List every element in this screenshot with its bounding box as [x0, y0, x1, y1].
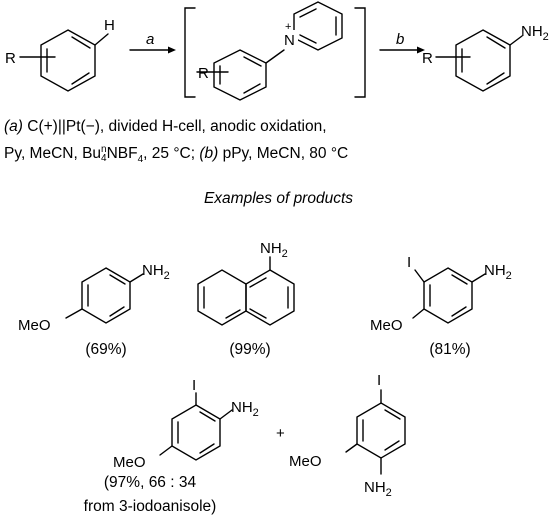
product-r-group: R — [422, 50, 433, 67]
product-amine: NH2 — [521, 23, 549, 43]
example-3-yield: (81%) — [429, 341, 471, 358]
example-4a-structure: NH2 I MeO — [113, 377, 259, 471]
example-1-amine: NH2 — [142, 262, 170, 282]
examples-header: Examples of products — [203, 190, 354, 207]
example-4a-iodine: I — [192, 377, 196, 394]
example-3-methoxy: MeO — [370, 317, 403, 334]
intermediate-charge: + — [285, 21, 291, 33]
conditions-step-a: (a) — [4, 118, 23, 135]
conditions-line-2-post2: pPy, MeCN, 80 °C — [218, 145, 349, 162]
example-1-methoxy: MeO — [18, 317, 51, 334]
example-2-yield: (99%) — [229, 341, 271, 358]
conditions-line-1-text: C(+)||Pt(−), divided H-cell, anodic oxid… — [22, 118, 327, 135]
conditions-sub: 4 — [101, 152, 107, 164]
conditions-line-2-post1: , 25 °C; — [143, 145, 200, 162]
example-4b-iodine: I — [377, 372, 381, 389]
example-4b-structure: I MeO NH2 — [289, 372, 406, 499]
conditions-line-1: (a) C(+)||Pt(−), divided H-cell, anodic … — [4, 113, 348, 140]
step-a-label: a — [146, 31, 154, 48]
reactant-structure: H R — [5, 17, 115, 92]
example-1-structure: NH2 MeO — [18, 262, 170, 334]
example-4b-methoxy: MeO — [289, 453, 322, 470]
example-3-structure: NH2 I MeO — [370, 254, 512, 334]
intermediate-structure: R N + — [184, 1, 366, 101]
conditions-step-b: (b) — [199, 145, 219, 162]
arrow-step-b: b — [379, 31, 425, 54]
step-b-label: b — [396, 31, 404, 48]
example-4b-amine: NH2 — [364, 479, 392, 499]
example-2-structure: NH2 — [197, 240, 295, 326]
intermediate-r-group: R — [198, 65, 209, 82]
conditions-line-2-mid: NBF — [106, 145, 138, 162]
example-4-yield-line-2: from 3-iodoanisole) — [83, 498, 217, 515]
example-1-yield: (69%) — [85, 341, 127, 358]
arrow-step-a: a — [129, 31, 176, 54]
example-4a-amine: NH2 — [231, 399, 259, 419]
example-2-amine: NH2 — [260, 240, 288, 260]
reactant-hydrogen: H — [104, 17, 115, 34]
example-4-yield-line-1: (97%, 66 : 34 — [103, 474, 197, 491]
example-3-iodine: I — [407, 254, 411, 271]
conditions-sup: n — [101, 143, 107, 155]
conditions-sub2: 4 — [137, 154, 144, 166]
example-3-amine: NH2 — [484, 262, 512, 282]
conditions-line-2-pre: Py, MeCN, Bu — [4, 145, 102, 162]
reactant-r-group: R — [5, 50, 16, 67]
example-4a-methoxy: MeO — [113, 454, 146, 471]
plus-sign: + — [276, 425, 285, 442]
product-structure: NH2 R — [422, 23, 549, 92]
reaction-conditions: (a) C(+)||Pt(−), divided H-cell, anodic … — [4, 113, 348, 167]
intermediate-nitrogen: N — [284, 32, 295, 49]
